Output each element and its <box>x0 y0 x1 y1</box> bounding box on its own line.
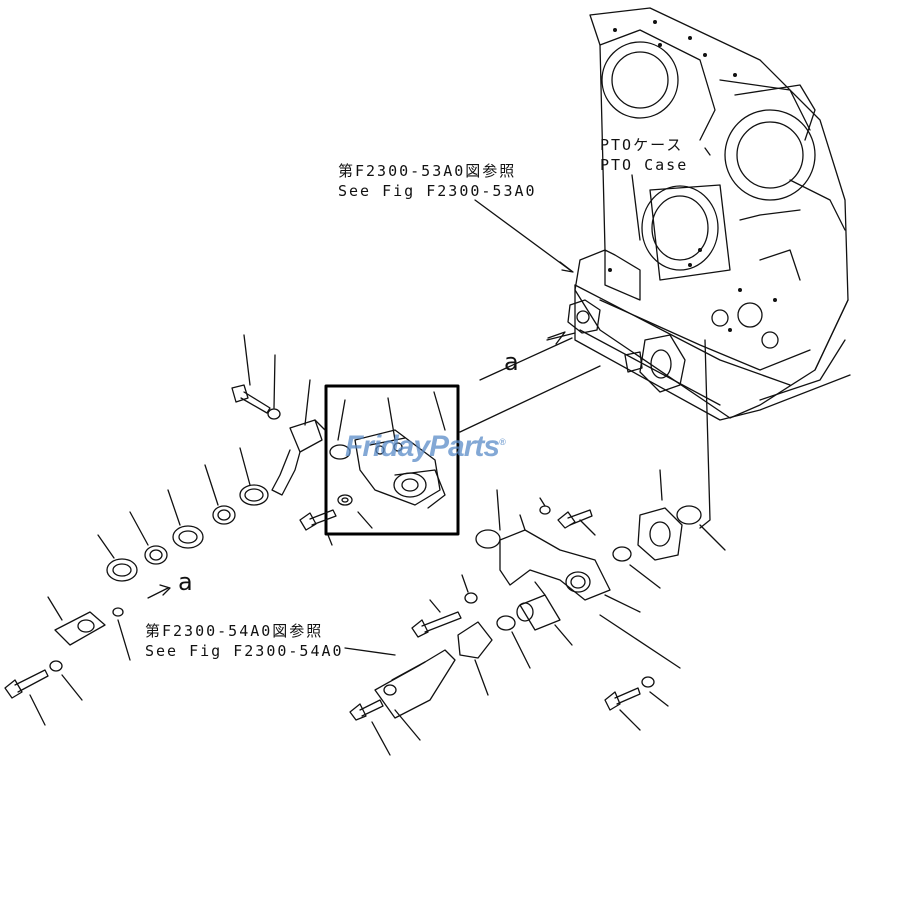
gasket-1 <box>475 489 501 549</box>
pto-case-label-en: PTO Case <box>600 156 689 174</box>
flange-right <box>612 469 726 589</box>
bolt-lower-right <box>599 614 681 731</box>
bolt-right-2 <box>411 574 478 638</box>
leader-lines <box>344 147 711 656</box>
watermark-registered-mark: ® <box>499 437 506 447</box>
bolt-center <box>299 509 337 546</box>
hose-clamp-2 <box>204 464 236 525</box>
bolt-upper-left <box>231 334 281 420</box>
reference-lower-en: See Fig F2300-54A0 <box>145 642 344 660</box>
pipe-bracket <box>499 514 641 613</box>
block-fitting <box>271 379 326 496</box>
detail-a-label-lower: a <box>178 568 193 596</box>
highlight-box <box>324 384 460 536</box>
arrow-detail-a-lower <box>147 584 171 599</box>
reference-upper-en: See Fig F2300-53A0 <box>338 182 537 200</box>
bolt-lower-center <box>349 699 421 756</box>
pto-case-port-flange <box>567 299 686 393</box>
pto-case-housing <box>574 7 851 421</box>
bolt-right-1 <box>539 497 596 536</box>
arrow-detail-a-upper <box>547 331 566 345</box>
cover-plate <box>457 621 493 696</box>
bolt-lower-left <box>4 660 83 726</box>
pto-case-label-jp: PTOケース <box>600 136 684 154</box>
detail-a-label-upper: a <box>504 348 519 376</box>
watermark-text-friday: Friday <box>345 430 430 463</box>
hose-clamp-3 <box>167 489 204 549</box>
highlighted-elbow-assembly <box>329 391 446 529</box>
flange-plate-left <box>47 596 131 661</box>
sleeve <box>129 511 168 565</box>
watermark-logo: FridayParts® <box>345 430 506 464</box>
hose-clamp-4 <box>97 534 138 582</box>
watermark-text-parts: Parts <box>429 430 500 463</box>
sleeve-right <box>496 581 573 669</box>
reference-upper-jp: 第F2300-53A0図参照 <box>338 162 517 180</box>
reference-lower-jp: 第F2300-54A0図参照 <box>145 622 324 640</box>
bracket-lower <box>374 649 456 719</box>
hose-clamp-1 <box>239 447 269 506</box>
